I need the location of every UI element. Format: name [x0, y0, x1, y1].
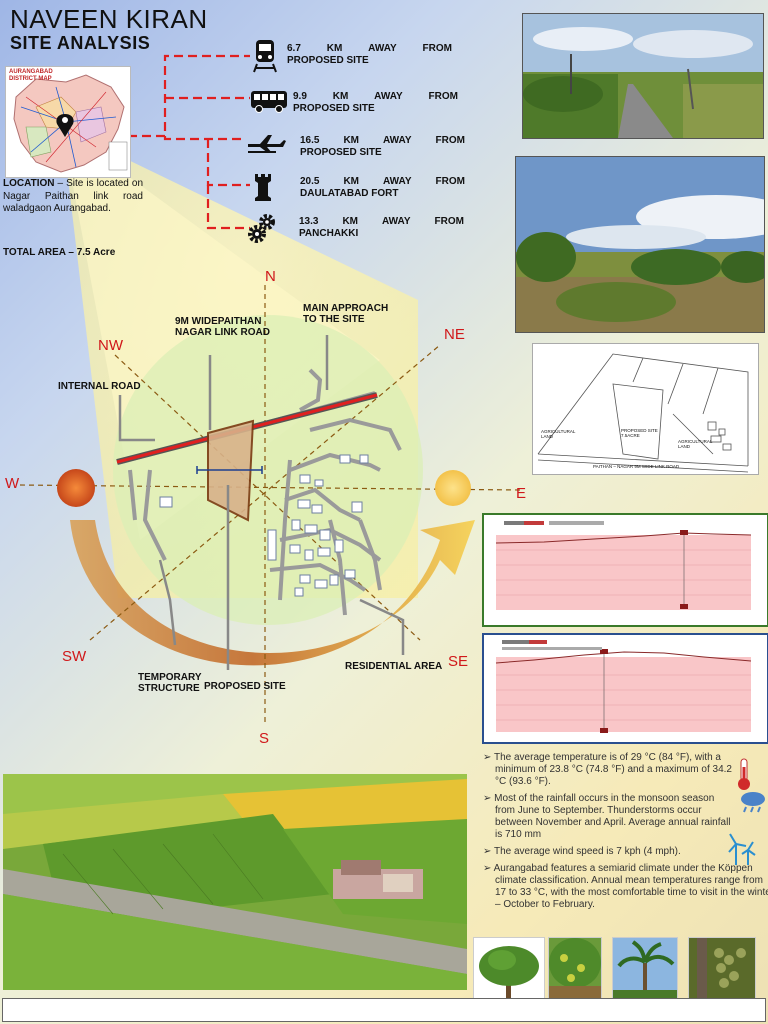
fort-icon — [252, 172, 282, 202]
compass-e: E — [516, 485, 527, 502]
author-name: NAVEEN KIRAN — [10, 4, 208, 34]
temperature-graph — [482, 513, 768, 627]
compass-sw: SW — [62, 648, 87, 665]
compass-w: W — [5, 475, 20, 492]
tree-thumb-2 — [548, 937, 602, 999]
tree-thumb-3 — [612, 937, 678, 999]
district-map-subtitle: DISTRICT MAP — [9, 76, 52, 82]
sun-path-arrow — [70, 520, 475, 666]
residential-blocks — [159, 454, 369, 597]
location-label: LOCATION — [3, 178, 55, 189]
thermometer-icon — [735, 757, 753, 791]
weather-graph — [482, 633, 768, 744]
sun-east-icon — [435, 470, 471, 506]
aerial-farm-photo — [3, 774, 467, 990]
train-icon — [250, 38, 280, 73]
compass-se: SE — [448, 653, 469, 670]
label-internal-road: INTERNAL ROAD — [58, 381, 141, 392]
total-area: TOTAL AREA – 7.5 Acre — [3, 247, 116, 258]
tree-thumb-1 — [473, 937, 545, 999]
district-map: AURANGABAD DISTRICT MAP — [5, 66, 131, 178]
district-map-title: AURANGABAD — [9, 69, 53, 75]
compass-n: N — [265, 268, 276, 285]
climate-note-classification: ➢ Aurangabad features a semiarid climate… — [483, 863, 768, 910]
road-photo — [522, 13, 764, 139]
climate-note-wind: ➢ The average wind speed is 7 kph (4 mph… — [483, 846, 681, 857]
compass-ne: NE — [444, 326, 465, 343]
plan-label-agri-right: AGRICULTURAL LAND — [678, 439, 713, 449]
label-residential-area: RESIDENTIAL AREA — [345, 661, 443, 672]
site-area-circle — [113, 315, 423, 625]
wind-turbine-icon — [726, 832, 756, 866]
plan-label-proposed: PROPOSED SITE 7.5ACRE — [621, 428, 658, 438]
bus-icon — [250, 88, 287, 118]
compass-nw: NW — [98, 337, 123, 354]
callout-lines — [118, 335, 405, 670]
footer-strip — [2, 998, 766, 1022]
label-temporary-structure: TEMPORARY STRUCTURE — [138, 672, 202, 694]
compass-s: S — [259, 730, 270, 747]
rain-cloud-icon — [738, 790, 768, 814]
airplane-icon — [246, 132, 286, 162]
page-title: SITE ANALYSIS — [10, 33, 151, 53]
field-photo — [515, 156, 765, 333]
label-main-approach: MAIN APPROACH TO THE SITE — [303, 303, 389, 325]
label-link-road: 9M WIDEPAITHAN NAGAR LINK ROAD — [175, 316, 270, 338]
location-description: LOCATION – Site is located on Nagar Pait… — [3, 178, 143, 216]
tree-thumb-4 — [688, 937, 756, 999]
climate-note-rainfall: ➢ Most of the rainfall occurs in the mon… — [483, 793, 731, 840]
gears-icon — [248, 212, 278, 243]
label-proposed-site: PROPOSED SITE — [204, 681, 286, 692]
plan-label-road: PAITHAN – NAGAR 9M WIDE LINK ROAD — [593, 464, 680, 469]
climate-note-temperature: ➢ The average temperature is of 29 °C (8… — [483, 752, 732, 787]
location-pin-icon — [56, 114, 74, 137]
site-plan-drawing: AGRICULTURAL LAND PROPOSED SITE 7.5ACRE … — [532, 343, 759, 475]
distance-connectors — [64, 54, 250, 230]
climate-notes: ➢ The average temperature is of 29 °C (8… — [483, 752, 768, 916]
location-text: – Site is located on Nagar Paithan link … — [3, 178, 144, 214]
sun-west-icon — [57, 469, 95, 507]
plan-label-agri-left: AGRICULTURAL LAND — [541, 429, 576, 439]
